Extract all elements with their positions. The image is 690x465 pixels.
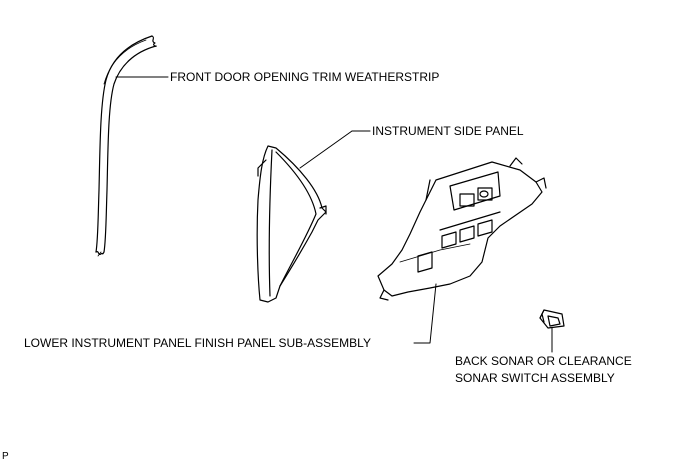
side-panel-leader [300,131,352,168]
instrument-side-panel-label: INSTRUMENT SIDE PANEL [372,124,524,138]
sonar-switch-label-line1: BACK SONAR OR CLEARANCE [455,354,632,368]
instrument-side-panel-part [257,146,326,302]
finish-panel-label: LOWER INSTRUMENT PANEL FINISH PANEL SUB-… [24,336,371,350]
sonar-switch-label-line2: SONAR SWITCH ASSEMBLY [455,371,615,385]
sonar-switch-part [540,310,564,328]
figure-code: P [2,451,9,462]
weatherstrip-label: FRONT DOOR OPENING TRIM WEATHERSTRIP [170,70,440,84]
weatherstrip-part [96,36,156,256]
finish-panel-leader [414,284,436,343]
finish-panel-part [378,158,546,300]
